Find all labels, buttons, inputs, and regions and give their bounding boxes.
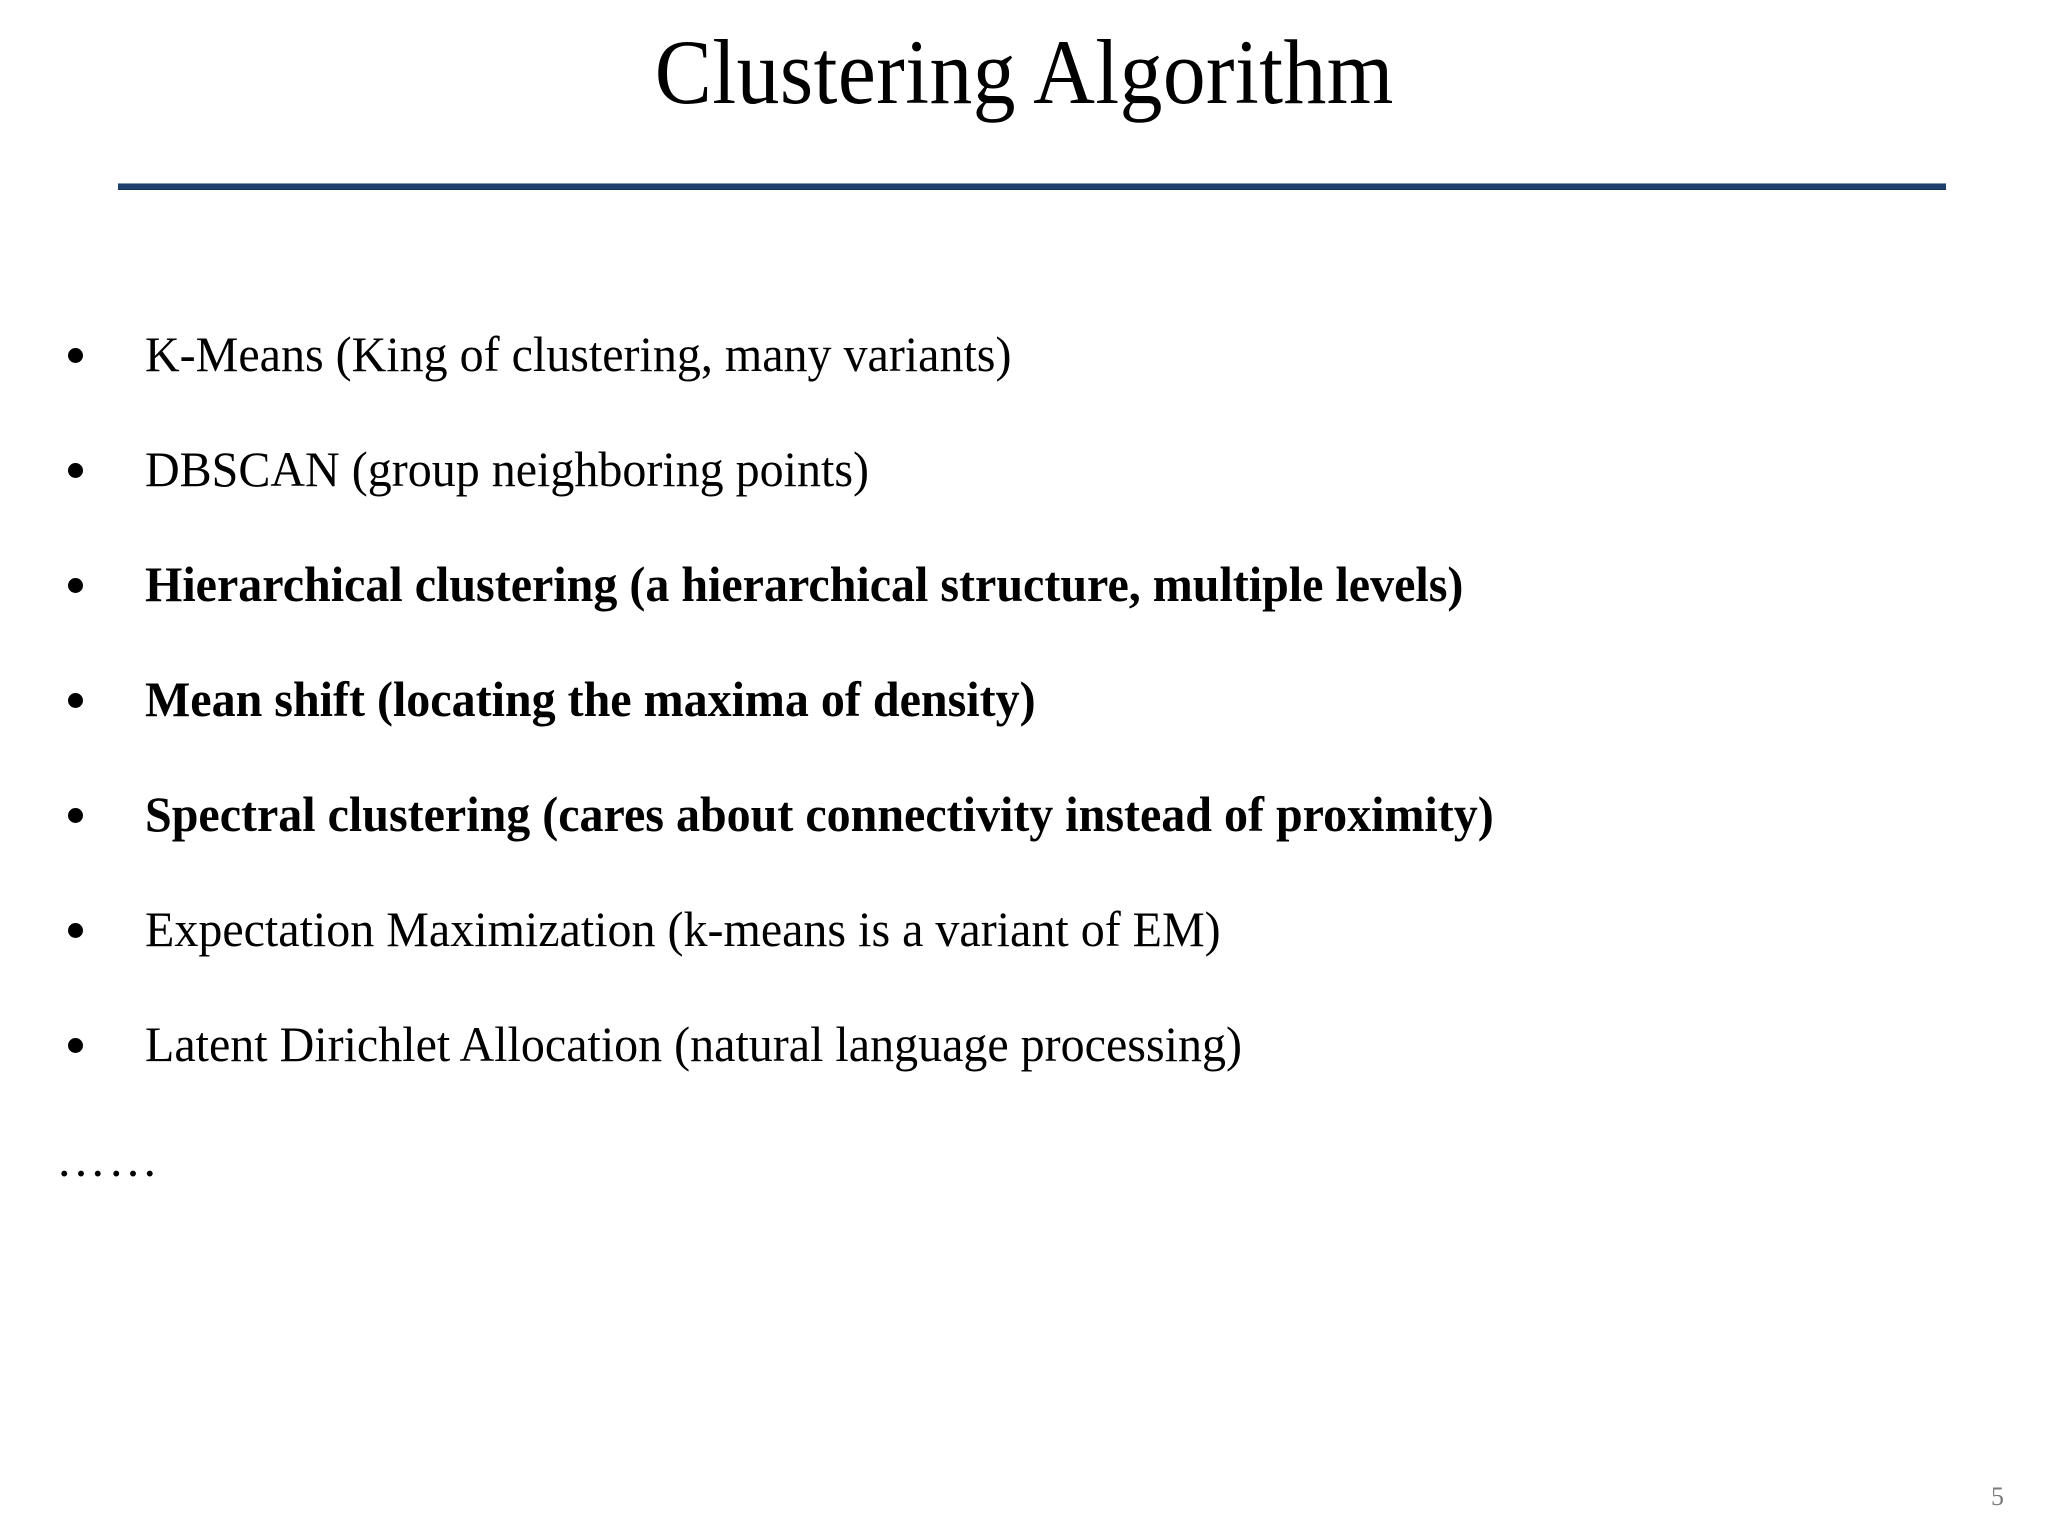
list-item-label: Latent Dirichlet Allocation (natural lan…	[145, 1016, 1242, 1072]
bullet-point-icon	[68, 578, 83, 593]
list-item-label: K-Means (King of clustering, many varian…	[145, 326, 1012, 382]
list-item[interactable]: Hierarchical clustering (a hierarchical …	[0, 540, 2048, 655]
list-item[interactable]: K-Means (King of clustering, many varian…	[0, 310, 2048, 425]
bullet-point-icon	[68, 923, 83, 938]
slide-title-block: Clustering Algorithm	[0, 24, 2048, 121]
bullet-list: K-Means (King of clustering, many varian…	[0, 310, 2048, 1230]
list-item[interactable]: Latent Dirichlet Allocation (natural lan…	[0, 1000, 2048, 1115]
page-number: 5	[1991, 1482, 2004, 1511]
ellipsis-label: ……	[56, 1131, 160, 1187]
list-item[interactable]: Expectation Maximization (k-means is a v…	[0, 885, 2048, 1000]
list-continuation-row: ……	[0, 1115, 2048, 1230]
bullet-point-icon	[68, 808, 83, 823]
list-item[interactable]: Mean shift (locating the maxima of densi…	[0, 655, 2048, 770]
bullet-point-icon	[68, 463, 83, 478]
title-divider-rule	[118, 183, 1946, 190]
list-item-label: Hierarchical clustering (a hierarchical …	[145, 556, 1464, 612]
list-item[interactable]: Spectral clustering (cares about connect…	[0, 770, 2048, 885]
list-item-label: Expectation Maximization (k-means is a v…	[145, 901, 1221, 957]
bullet-point-icon	[68, 1038, 83, 1053]
list-item[interactable]: DBSCAN (group neighboring points)	[0, 425, 2048, 540]
page-title: Clustering Algorithm	[654, 21, 1394, 123]
list-item-label: Spectral clustering (cares about connect…	[145, 786, 1494, 842]
bullet-point-icon	[68, 348, 83, 363]
list-item-label: DBSCAN (group neighboring points)	[145, 441, 869, 497]
list-item-label: Mean shift (locating the maxima of densi…	[145, 671, 1036, 727]
bullet-point-icon	[68, 693, 83, 708]
